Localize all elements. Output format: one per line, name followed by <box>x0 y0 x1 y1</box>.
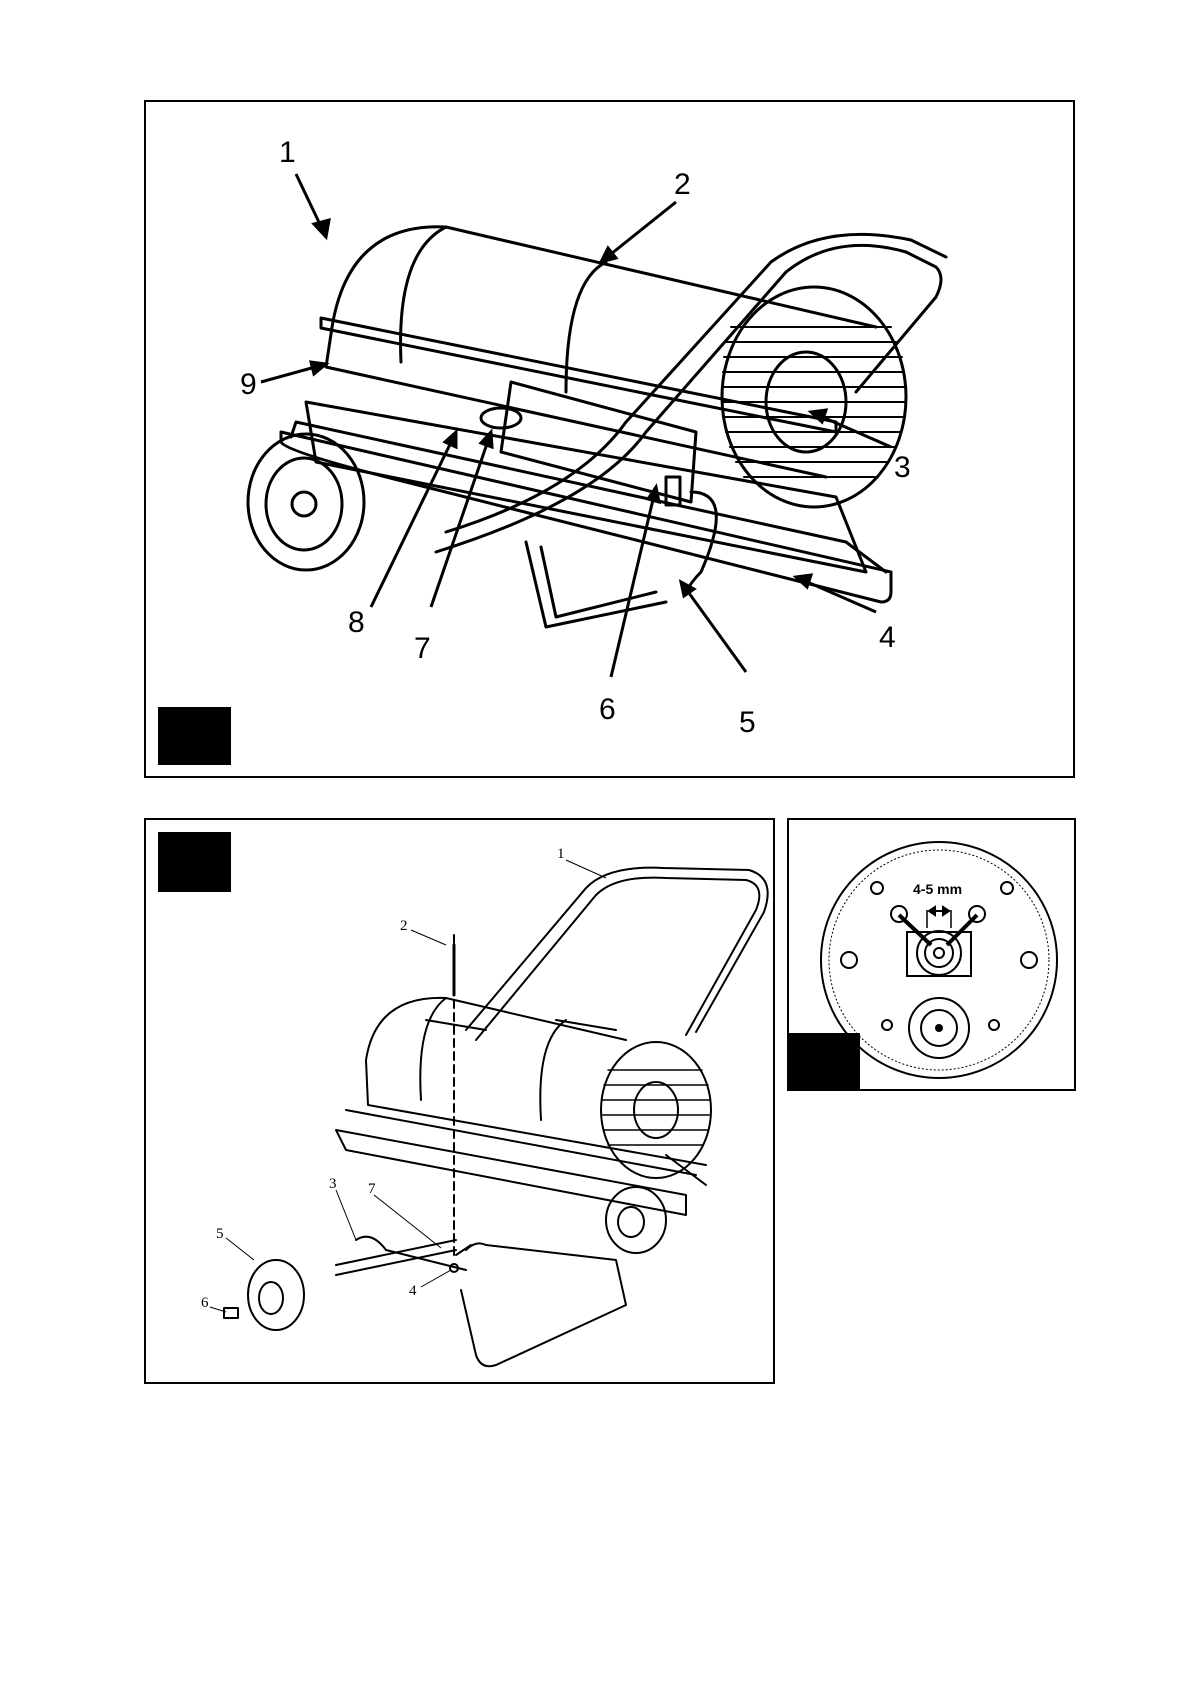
callout-9: 9 <box>240 368 257 401</box>
callout-6: 6 <box>201 1295 209 1311</box>
callout-1: 1 <box>279 136 296 169</box>
figure-3-electrode-gap: 4-5 mm <box>787 818 1076 1091</box>
callout-6: 6 <box>599 693 616 726</box>
callout-8: 8 <box>348 606 365 639</box>
heater-drawing: 1 2 3 4 5 6 7 8 9 <box>146 102 1075 778</box>
figure-2-assembly: 1 2 3 4 5 6 7 <box>144 818 775 1384</box>
callout-3: 3 <box>894 451 911 484</box>
gap-dimension-label: 4-5 mm <box>913 881 962 897</box>
callout-1: 1 <box>557 846 565 862</box>
callout-2: 2 <box>674 168 691 201</box>
callout-5: 5 <box>739 706 756 739</box>
callout-4: 4 <box>879 621 896 654</box>
figure-tag-icon <box>158 707 231 765</box>
callout-3: 3 <box>329 1176 337 1192</box>
callout-5: 5 <box>216 1226 224 1242</box>
callout-4: 4 <box>409 1283 417 1299</box>
callout-7: 7 <box>368 1181 376 1197</box>
callout-7: 7 <box>414 632 431 665</box>
figure-tag-icon <box>789 1033 860 1091</box>
figure-1-heater-overview: 1 2 3 4 5 6 7 8 9 <box>144 100 1075 778</box>
assembly-drawing: 1 2 3 4 5 6 7 <box>146 820 775 1384</box>
callout-2: 2 <box>400 918 408 934</box>
